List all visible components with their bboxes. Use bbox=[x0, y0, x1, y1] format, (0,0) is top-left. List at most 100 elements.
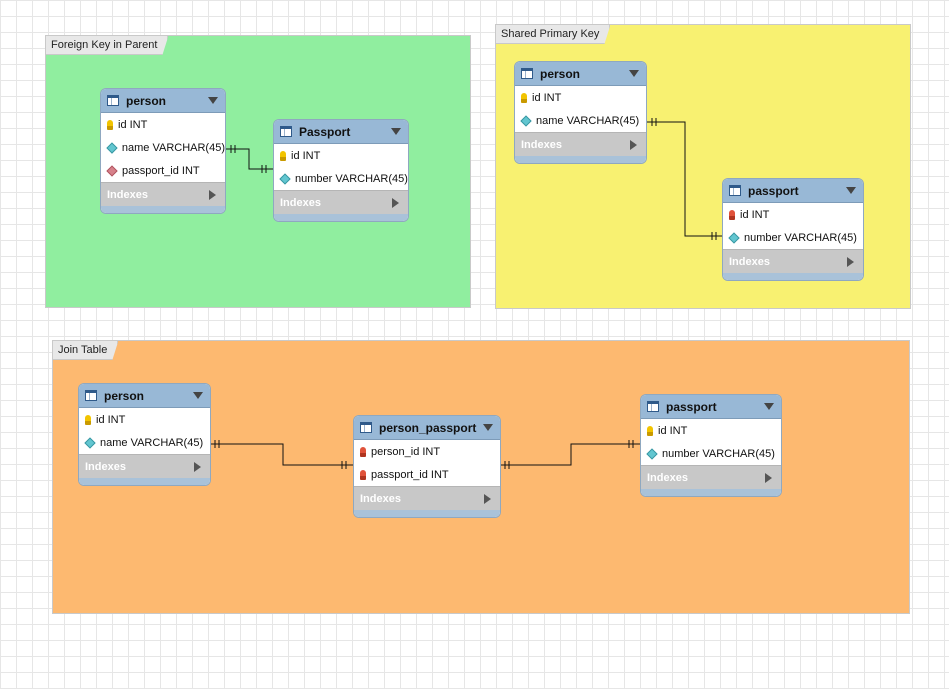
entity-footer bbox=[723, 273, 863, 280]
entity-name: passport bbox=[666, 399, 717, 414]
chevron-down-icon[interactable] bbox=[764, 403, 774, 410]
entity-header[interactable]: passport bbox=[641, 395, 781, 419]
column-row[interactable]: name VARCHAR(45) bbox=[79, 431, 210, 454]
primary-key-icon bbox=[280, 150, 286, 161]
column-label: name VARCHAR(45) bbox=[536, 114, 640, 127]
column-label: number VARCHAR(45) bbox=[662, 447, 775, 460]
chevron-down-icon[interactable] bbox=[208, 97, 218, 104]
expand-arrow-icon[interactable] bbox=[484, 494, 491, 504]
entity-name: person_passport bbox=[379, 420, 477, 435]
column-diamond-icon bbox=[106, 141, 118, 154]
entity-passport[interactable]: passport id INT number VARCHAR(45) Index… bbox=[641, 395, 781, 496]
column-label: number VARCHAR(45) bbox=[744, 231, 857, 244]
table-icon bbox=[729, 185, 741, 196]
entity-header[interactable]: person bbox=[79, 384, 210, 408]
primary-foreign-key-icon bbox=[360, 469, 366, 480]
entity-footer bbox=[641, 489, 781, 496]
expand-arrow-icon[interactable] bbox=[765, 473, 772, 483]
entity-header[interactable]: Passport bbox=[274, 120, 408, 144]
primary-key-icon bbox=[521, 92, 527, 103]
expand-arrow-icon[interactable] bbox=[847, 257, 854, 267]
primary-key-icon bbox=[647, 425, 653, 436]
entity-name: Passport bbox=[299, 124, 351, 139]
primary-key-icon bbox=[85, 414, 91, 425]
indexes-section[interactable]: Indexes bbox=[515, 132, 646, 156]
column-label: passport_id INT bbox=[371, 468, 449, 481]
indexes-section[interactable]: Indexes bbox=[274, 190, 408, 214]
chevron-down-icon[interactable] bbox=[193, 392, 203, 399]
column-row[interactable]: passport_id INT bbox=[101, 159, 225, 182]
entity-header[interactable]: person bbox=[101, 89, 225, 113]
column-row[interactable]: person_id INT bbox=[354, 440, 500, 463]
entity-header[interactable]: person bbox=[515, 62, 646, 86]
entity-footer bbox=[354, 510, 500, 517]
foreign-key-diamond-icon bbox=[106, 164, 118, 177]
column-diamond-icon bbox=[646, 447, 658, 460]
column-label: id INT bbox=[740, 208, 770, 221]
entity-footer bbox=[101, 206, 225, 213]
column-row[interactable]: id INT bbox=[274, 144, 408, 167]
entity-person-passport[interactable]: person_passport person_id INT passport_i… bbox=[354, 416, 500, 517]
indexes-section[interactable]: Indexes bbox=[641, 465, 781, 489]
indexes-section[interactable]: Indexes bbox=[79, 454, 210, 478]
expand-arrow-icon[interactable] bbox=[630, 140, 637, 150]
column-row[interactable]: id INT bbox=[101, 113, 225, 136]
chevron-down-icon[interactable] bbox=[391, 128, 401, 135]
column-row[interactable]: name VARCHAR(45) bbox=[515, 109, 646, 132]
primary-key-icon bbox=[107, 119, 113, 130]
entity-passport[interactable]: Passport id INT number VARCHAR(45) Index… bbox=[274, 120, 408, 221]
chevron-down-icon[interactable] bbox=[629, 70, 639, 77]
entity-footer bbox=[79, 478, 210, 485]
entity-footer bbox=[515, 156, 646, 163]
column-row[interactable]: number VARCHAR(45) bbox=[274, 167, 408, 190]
column-label: id INT bbox=[291, 149, 321, 162]
indexes-section[interactable]: Indexes bbox=[723, 249, 863, 273]
entity-name: person bbox=[540, 66, 581, 81]
indexes-label: Indexes bbox=[647, 471, 688, 484]
expand-arrow-icon[interactable] bbox=[209, 190, 216, 200]
expand-arrow-icon[interactable] bbox=[194, 462, 201, 472]
table-icon bbox=[521, 68, 533, 79]
column-row[interactable]: id INT bbox=[723, 203, 863, 226]
indexes-label: Indexes bbox=[729, 255, 770, 268]
table-icon bbox=[360, 422, 372, 433]
entity-person[interactable]: person id INT name VARCHAR(45) Indexes bbox=[79, 384, 210, 485]
column-row[interactable]: number VARCHAR(45) bbox=[723, 226, 863, 249]
column-label: id INT bbox=[118, 118, 148, 131]
entity-person[interactable]: person id INT name VARCHAR(45) passport_… bbox=[101, 89, 225, 213]
entity-header[interactable]: person_passport bbox=[354, 416, 500, 440]
entity-passport[interactable]: passport id INT number VARCHAR(45) Index… bbox=[723, 179, 863, 280]
table-icon bbox=[280, 126, 292, 137]
column-row[interactable]: number VARCHAR(45) bbox=[641, 442, 781, 465]
entity-header[interactable]: passport bbox=[723, 179, 863, 203]
column-label: id INT bbox=[532, 91, 562, 104]
entity-person[interactable]: person id INT name VARCHAR(45) Indexes bbox=[515, 62, 646, 163]
chevron-down-icon[interactable] bbox=[483, 424, 493, 431]
primary-foreign-key-icon bbox=[729, 209, 735, 220]
column-row[interactable]: id INT bbox=[515, 86, 646, 109]
column-row[interactable]: passport_id INT bbox=[354, 463, 500, 486]
column-row[interactable]: id INT bbox=[641, 419, 781, 442]
relationship-line-spk bbox=[647, 121, 723, 237]
column-label: id INT bbox=[96, 413, 126, 426]
expand-arrow-icon[interactable] bbox=[392, 198, 399, 208]
indexes-label: Indexes bbox=[107, 188, 148, 201]
column-label: passport_id INT bbox=[122, 164, 200, 177]
indexes-label: Indexes bbox=[85, 460, 126, 473]
indexes-section[interactable]: Indexes bbox=[101, 182, 225, 206]
entity-footer bbox=[274, 214, 408, 221]
table-icon bbox=[85, 390, 97, 401]
column-label: name VARCHAR(45) bbox=[100, 436, 204, 449]
entity-name: passport bbox=[748, 183, 799, 198]
column-row[interactable]: id INT bbox=[79, 408, 210, 431]
relationship-line-fk bbox=[226, 148, 273, 170]
chevron-down-icon[interactable] bbox=[846, 187, 856, 194]
column-row[interactable]: name VARCHAR(45) bbox=[101, 136, 225, 159]
indexes-section[interactable]: Indexes bbox=[354, 486, 500, 510]
column-label: number VARCHAR(45) bbox=[295, 172, 408, 185]
relationship-line-jt-left bbox=[210, 443, 354, 466]
column-diamond-icon bbox=[84, 436, 96, 449]
column-diamond-icon bbox=[279, 172, 291, 185]
primary-foreign-key-icon bbox=[360, 446, 366, 457]
